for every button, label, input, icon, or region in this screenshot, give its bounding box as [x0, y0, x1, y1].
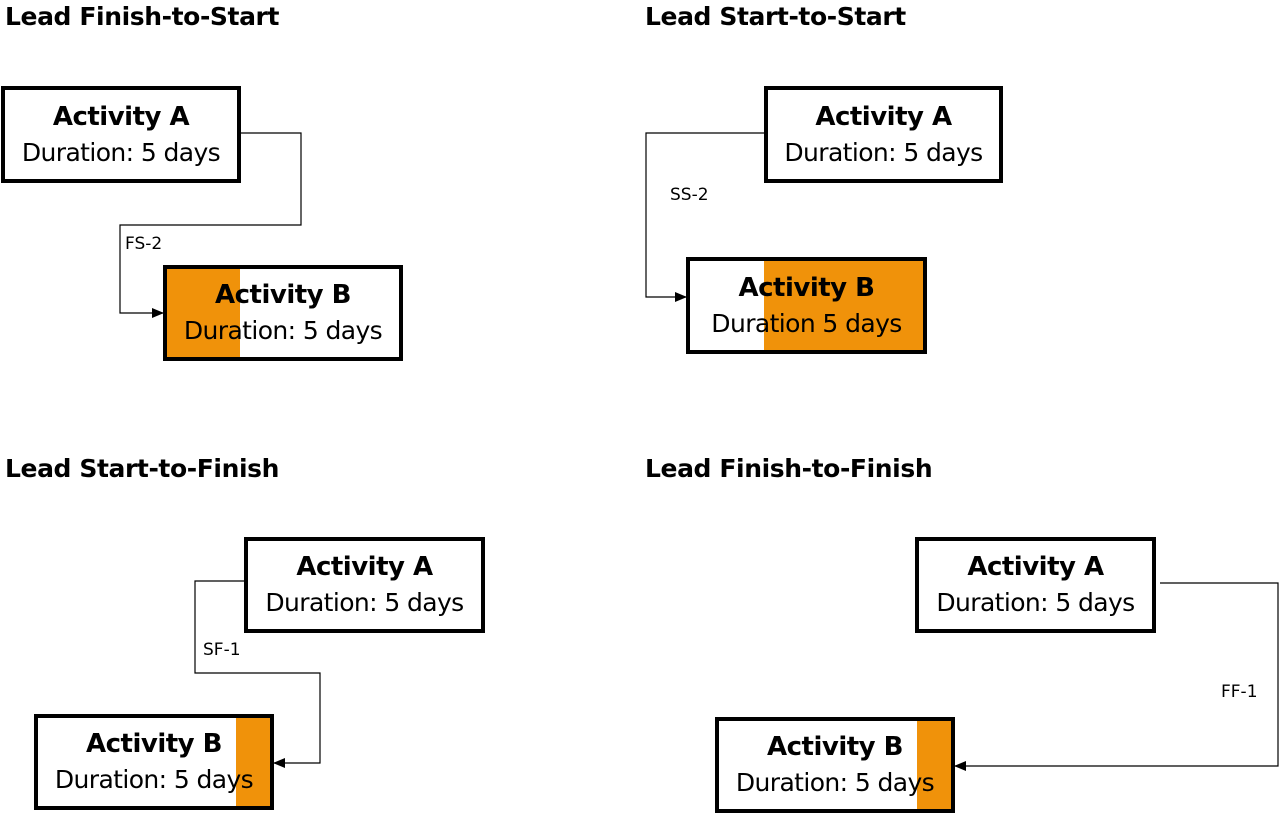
ss-link-label: SS-2 — [670, 185, 709, 205]
sf-activity-a-box: Activity A Duration: 5 days — [244, 537, 485, 633]
activity-title: Activity A — [296, 552, 433, 582]
lead-overlap-fill — [917, 721, 951, 809]
sf-link-label: SF-1 — [203, 640, 241, 660]
activity-title: Activity A — [52, 101, 190, 132]
ss-activity-a-box: Activity A Duration: 5 days — [764, 86, 1003, 183]
activity-title: Activity B — [215, 280, 351, 310]
activity-duration: Duration: 5 days — [936, 588, 1135, 617]
lead-overlap-fill — [764, 261, 923, 350]
fs-activity-b-box: Activity B Duration: 5 days — [163, 265, 403, 361]
sf-activity-b-box: Activity B Duration: 5 days — [34, 714, 274, 810]
activity-duration: Duration: 5 days — [265, 588, 464, 617]
ss-heading: Lead Start-to-Start — [645, 2, 906, 31]
activity-title: Activity B — [86, 729, 222, 759]
activity-title: Activity B — [767, 732, 903, 762]
fs-activity-a-box: Activity A Duration: 5 days — [1, 86, 241, 183]
ff-activity-a-box: Activity A Duration: 5 days — [915, 537, 1156, 633]
activity-duration: Duration: 5 days — [54, 765, 254, 794]
activity-title: Activity A — [967, 552, 1104, 582]
activity-duration: Duration: 5 days — [784, 137, 983, 167]
ss-activity-b-box: Activity B Duration 5 days — [686, 257, 927, 354]
lead-overlap-fill — [167, 269, 240, 357]
ss-dependency-arrow — [645, 132, 764, 302]
fs-link-label: FS-2 — [125, 234, 162, 254]
ff-heading: Lead Finish-to-Finish — [645, 454, 933, 483]
activity-duration: Duration: 5 days — [735, 768, 935, 797]
fs-heading: Lead Finish-to-Start — [5, 2, 280, 31]
sf-heading: Lead Start-to-Finish — [5, 454, 280, 483]
activity-duration: Duration 5 days — [711, 308, 902, 338]
activity-title: Activity B — [738, 272, 875, 303]
activity-duration: Duration: 5 days — [21, 137, 221, 167]
activity-title: Activity A — [815, 101, 952, 132]
fs-dependency-arrow — [119, 132, 302, 318]
ff-activity-b-box: Activity B Duration: 5 days — [715, 717, 955, 813]
ff-link-label: FF-1 — [1221, 682, 1258, 702]
ff-dependency-arrow — [954, 582, 1279, 771]
sf-dependency-arrow — [194, 580, 321, 768]
activity-duration: Duration: 5 days — [183, 316, 383, 345]
lead-overlap-fill — [236, 718, 270, 806]
